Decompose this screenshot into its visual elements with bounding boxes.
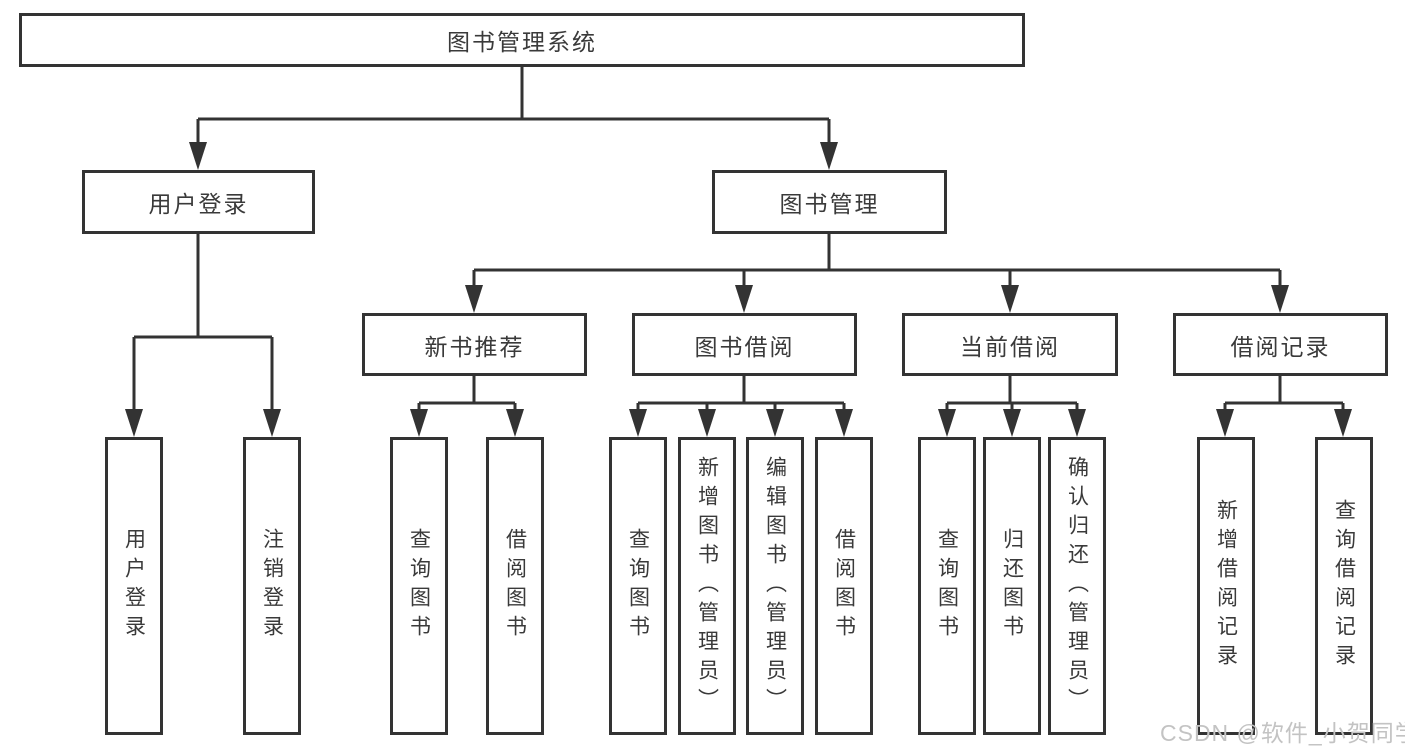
node-new-book-recommend: 新书推荐 — [362, 313, 587, 376]
leaf-query-borrow-record: 查询借阅记录 — [1315, 437, 1373, 735]
leaf-return-book: 归还图书 — [983, 437, 1041, 735]
node-user-login-branch: 用户登录 — [82, 170, 315, 234]
node-current-borrowing: 当前借阅 — [902, 313, 1118, 376]
leaf-borrow-books-recommend-label: 借阅图书 — [503, 528, 527, 644]
leaf-borrow-books-recommend: 借阅图书 — [486, 437, 544, 735]
leaf-confirm-return-admin: 确认归还（管理员） — [1048, 437, 1106, 735]
leaf-borrow-books-borrowing: 借阅图书 — [815, 437, 873, 735]
node-borrow-records: 借阅记录 — [1173, 313, 1388, 376]
leaf-query-books-current-label: 查询图书 — [935, 528, 959, 644]
leaf-add-book-admin-label: 新增图书（管理员） — [695, 455, 719, 717]
leaf-borrow-books-borrowing-label: 借阅图书 — [832, 528, 856, 644]
node-book-borrowing: 图书借阅 — [632, 313, 857, 376]
node-book-management: 图书管理 — [712, 170, 947, 234]
leaf-query-books-borrowing-label: 查询图书 — [626, 528, 650, 644]
leaf-logout: 注销登录 — [243, 437, 301, 735]
leaf-return-book-label: 归还图书 — [1000, 528, 1024, 644]
leaf-query-books-recommend: 查询图书 — [390, 437, 448, 735]
leaf-add-borrow-record: 新增借阅记录 — [1197, 437, 1255, 735]
node-root: 图书管理系统 — [19, 13, 1025, 67]
leaf-query-books-recommend-label: 查询图书 — [407, 528, 431, 644]
leaf-edit-book-admin-label: 编辑图书（管理员） — [763, 455, 787, 717]
leaf-add-book-admin: 新增图书（管理员） — [678, 437, 736, 735]
leaf-logout-label: 注销登录 — [260, 528, 284, 644]
leaf-query-books-borrowing: 查询图书 — [609, 437, 667, 735]
watermark: CSDN @软件_小贺同学 — [1160, 720, 1405, 746]
leaf-edit-book-admin: 编辑图书（管理员） — [746, 437, 804, 735]
leaf-user-login-label: 用户登录 — [122, 528, 146, 644]
leaf-query-borrow-record-label: 查询借阅记录 — [1332, 499, 1356, 673]
leaf-user-login: 用户登录 — [105, 437, 163, 735]
leaf-confirm-return-admin-label: 确认归还（管理员） — [1065, 455, 1089, 717]
leaf-add-borrow-record-label: 新增借阅记录 — [1214, 499, 1238, 673]
leaf-query-books-current: 查询图书 — [918, 437, 976, 735]
